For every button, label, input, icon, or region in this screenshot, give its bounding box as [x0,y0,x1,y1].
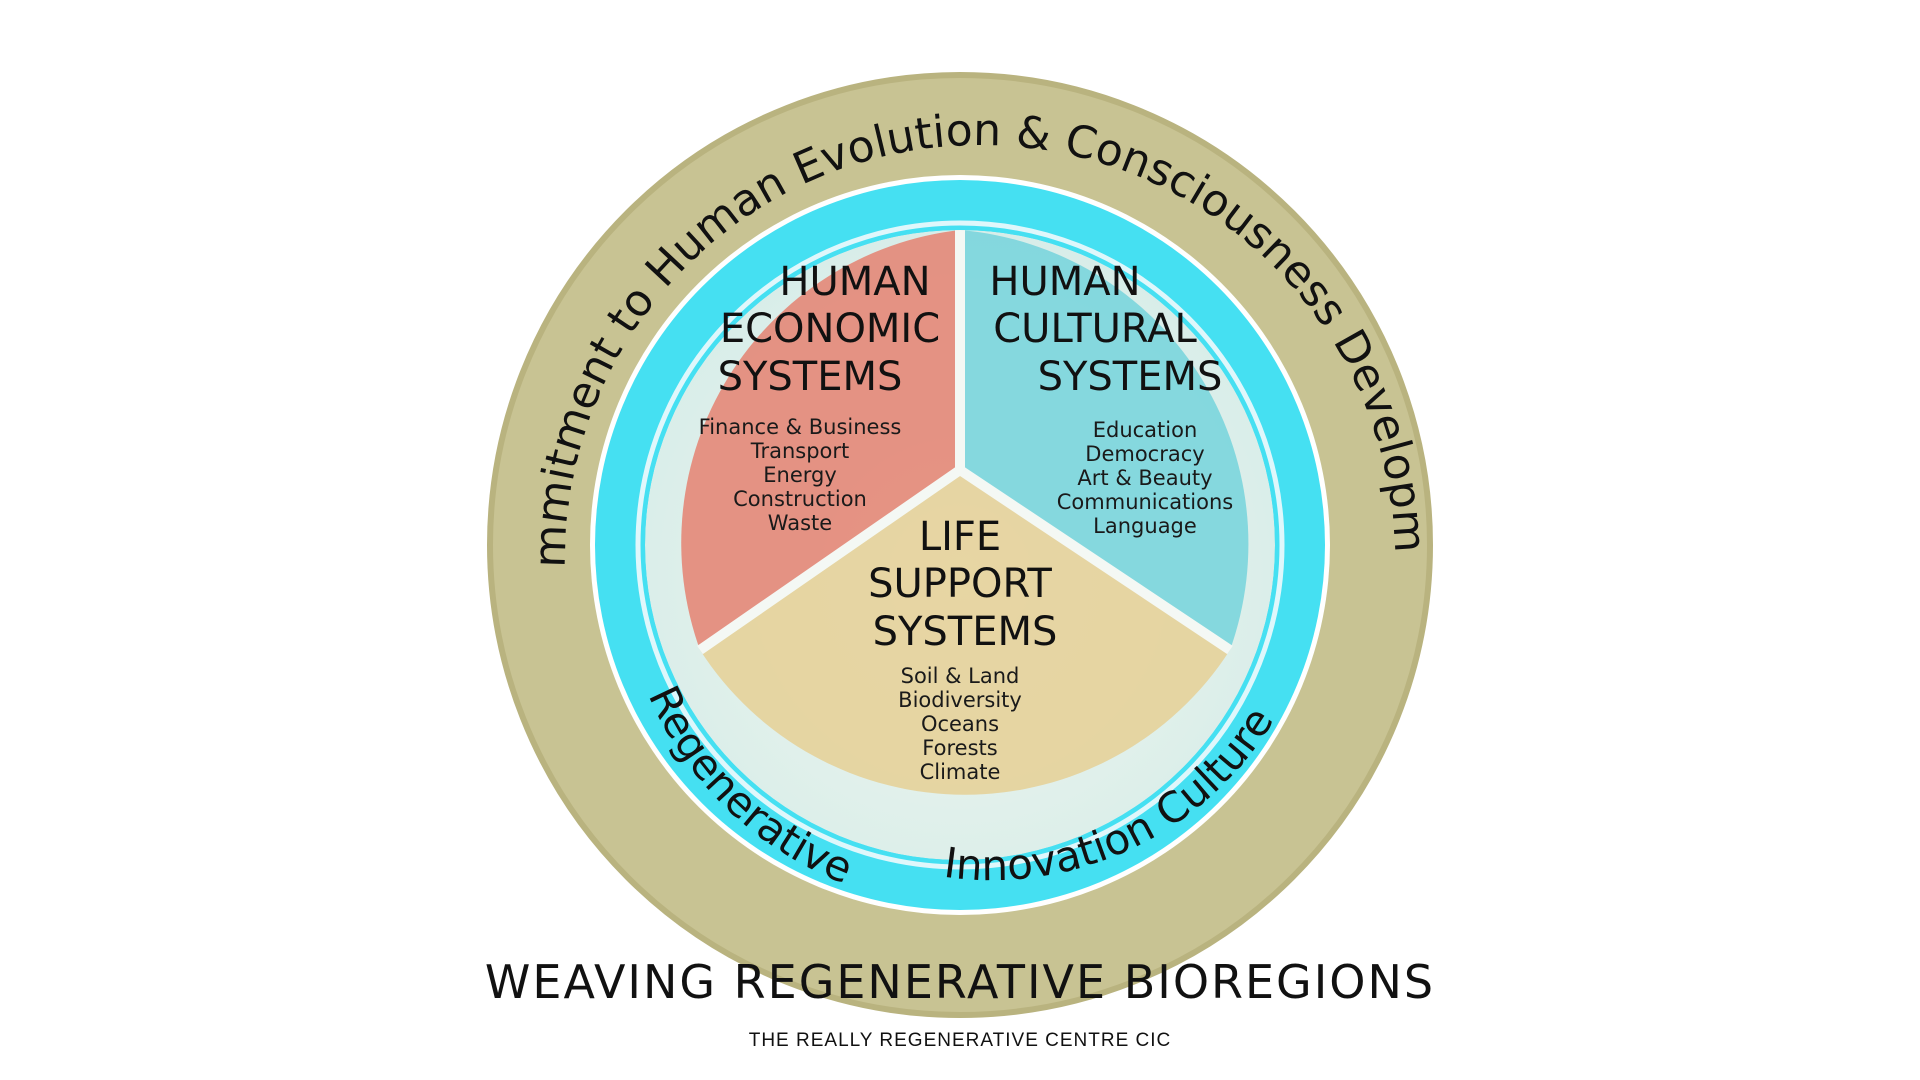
life-support-item: Soil & Land [901,664,1020,688]
economic-title-line-3: SYSTEMS [718,354,903,400]
life-support-item: Climate [920,760,1001,784]
economic-item: Finance & Business [699,415,902,439]
life-support-item: Biodiversity [898,688,1022,712]
cultural-title-line-2: CULTURAL [993,306,1197,352]
cultural-item: Education [1093,418,1198,442]
economic-item: Waste [768,511,832,535]
cultural-title-line-1: HUMAN [989,259,1140,305]
economic-title-line-1: HUMAN [779,259,930,305]
cultural-item: Democracy [1085,442,1204,466]
life-support-title-line-2: SUPPORT [868,561,1052,607]
life-support-item: Oceans [921,712,999,736]
segment-divider [697,230,1233,655]
footer-title: WEAVING REGENERATIVE BIOREGIONS [484,955,1436,1009]
life-support-title-line-1: LIFE [919,514,1001,560]
economic-item: Transport [750,439,850,463]
economic-title-line-2: ECONOMIC [720,306,940,352]
segment-life-support [700,470,1230,795]
cultural-item: Communications [1057,490,1233,514]
inner-ring-edge [635,220,1285,870]
economic-item: Construction [733,487,867,511]
segment-cultural [960,230,1249,650]
life-support-item: Forests [922,736,997,760]
segment-economic [681,230,960,650]
cultural-text: HUMAN CULTURAL SYSTEMS Education Democra… [989,259,1233,538]
cultural-item: Art & Beauty [1077,466,1212,490]
center-disc [645,230,1275,860]
life-support-title-line-3: SYSTEMS [873,609,1058,655]
economic-text: HUMAN ECONOMIC SYSTEMS Finance & Busines… [699,259,941,535]
life-support-text: LIFE SUPPORT SYSTEMS Soil & Land Biodive… [868,514,1057,784]
cultural-item: Language [1093,514,1197,538]
cultural-title-line-3: SYSTEMS [1038,354,1223,400]
economic-item: Energy [763,463,837,487]
footer-subtitle: THE REALLY REGENERATIVE CENTRE CIC [748,1030,1172,1051]
